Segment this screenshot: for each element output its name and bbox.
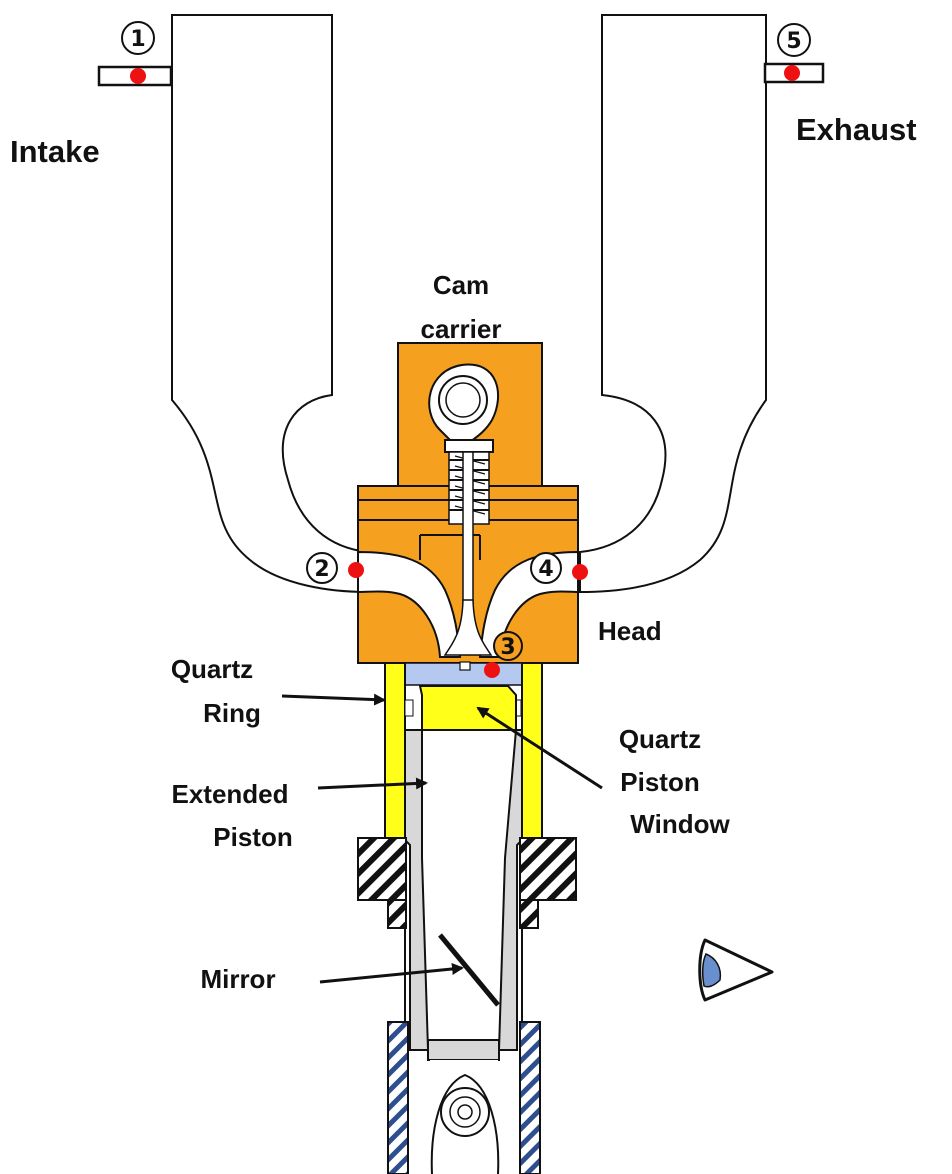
quartz-ring-label-line2: Ring xyxy=(203,698,261,728)
intake-port xyxy=(357,550,462,658)
sensor-1: 1 xyxy=(97,21,173,87)
mirror-label: Mirror xyxy=(200,964,275,994)
quartz-piston-window-label-line2: Piston xyxy=(620,767,699,797)
extended-piston-label-line1: Extended xyxy=(171,779,288,809)
sensor-5-label: 5 xyxy=(786,29,801,54)
intake-plenum xyxy=(171,14,369,594)
quartz-piston-window-arrow xyxy=(476,706,603,790)
quartz-ring-label-line1: Quartz xyxy=(171,654,253,684)
exhaust-label: Exhaust xyxy=(796,112,917,147)
sensor-3: 3 xyxy=(484,631,523,678)
quartz-ring-right xyxy=(521,662,543,839)
clamp-right-lower xyxy=(519,899,539,929)
quartz-piston-window-label-line3: Window xyxy=(630,809,730,839)
intake-label: Intake xyxy=(10,134,100,169)
valve-assembly xyxy=(443,439,494,656)
extended-piston-arrow xyxy=(317,777,428,790)
sensor-2-label: 2 xyxy=(314,557,329,582)
sensor-4: 4 xyxy=(530,552,588,584)
camshaft xyxy=(428,363,499,443)
mirror-arrow xyxy=(319,963,464,984)
mirror xyxy=(438,933,500,1007)
clamp-right xyxy=(519,837,577,901)
sensor-4-label: 4 xyxy=(538,557,553,582)
eye-icon xyxy=(698,938,774,1002)
sensor-2: 2 xyxy=(306,552,364,584)
clamp-left-lower xyxy=(387,899,407,929)
sensor-3-label: 3 xyxy=(500,635,515,660)
quartz-ring-left xyxy=(384,662,406,839)
sensor-1-label: 1 xyxy=(130,27,145,52)
liner-left xyxy=(387,1021,409,1174)
head-label: Head xyxy=(598,616,662,646)
cam-carrier-label-line1: Cam xyxy=(433,270,489,300)
sensor-5: 5 xyxy=(763,23,825,84)
extended-piston xyxy=(404,729,523,1174)
clamp-left xyxy=(357,837,407,901)
liner-right xyxy=(519,1021,541,1174)
exhaust-plenum xyxy=(579,14,767,594)
quartz-ring-arrow xyxy=(281,693,386,706)
quartz-piston-window-label-line1: Quartz xyxy=(619,724,701,754)
extended-piston-label-line2: Piston xyxy=(213,822,292,852)
cam-carrier-label-line2: carrier xyxy=(421,314,502,344)
connecting-rod xyxy=(430,1060,500,1174)
